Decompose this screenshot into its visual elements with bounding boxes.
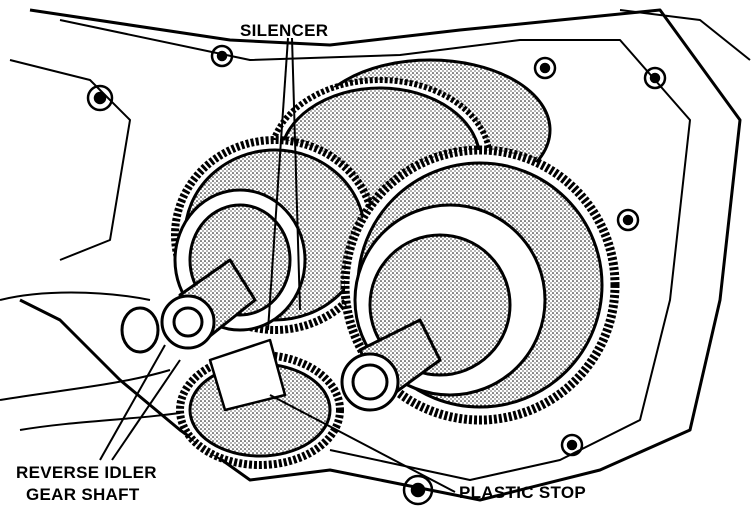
label-plastic-stop: PLASTIC STOP: [459, 483, 587, 502]
label-reverse-idler-line1: REVERSE IDLER: [16, 463, 157, 482]
housing-outline: [19, 8, 742, 502]
reverse-idler-shaft: [208, 338, 287, 412]
output-shaft: [340, 318, 442, 412]
input-shaft: [120, 258, 257, 354]
label-silencer: SILENCER: [240, 21, 329, 40]
bolt-holes: [86, 44, 667, 506]
leader-lines: [99, 37, 456, 493]
label-reverse-idler-line2: GEAR SHAFT: [26, 485, 140, 504]
